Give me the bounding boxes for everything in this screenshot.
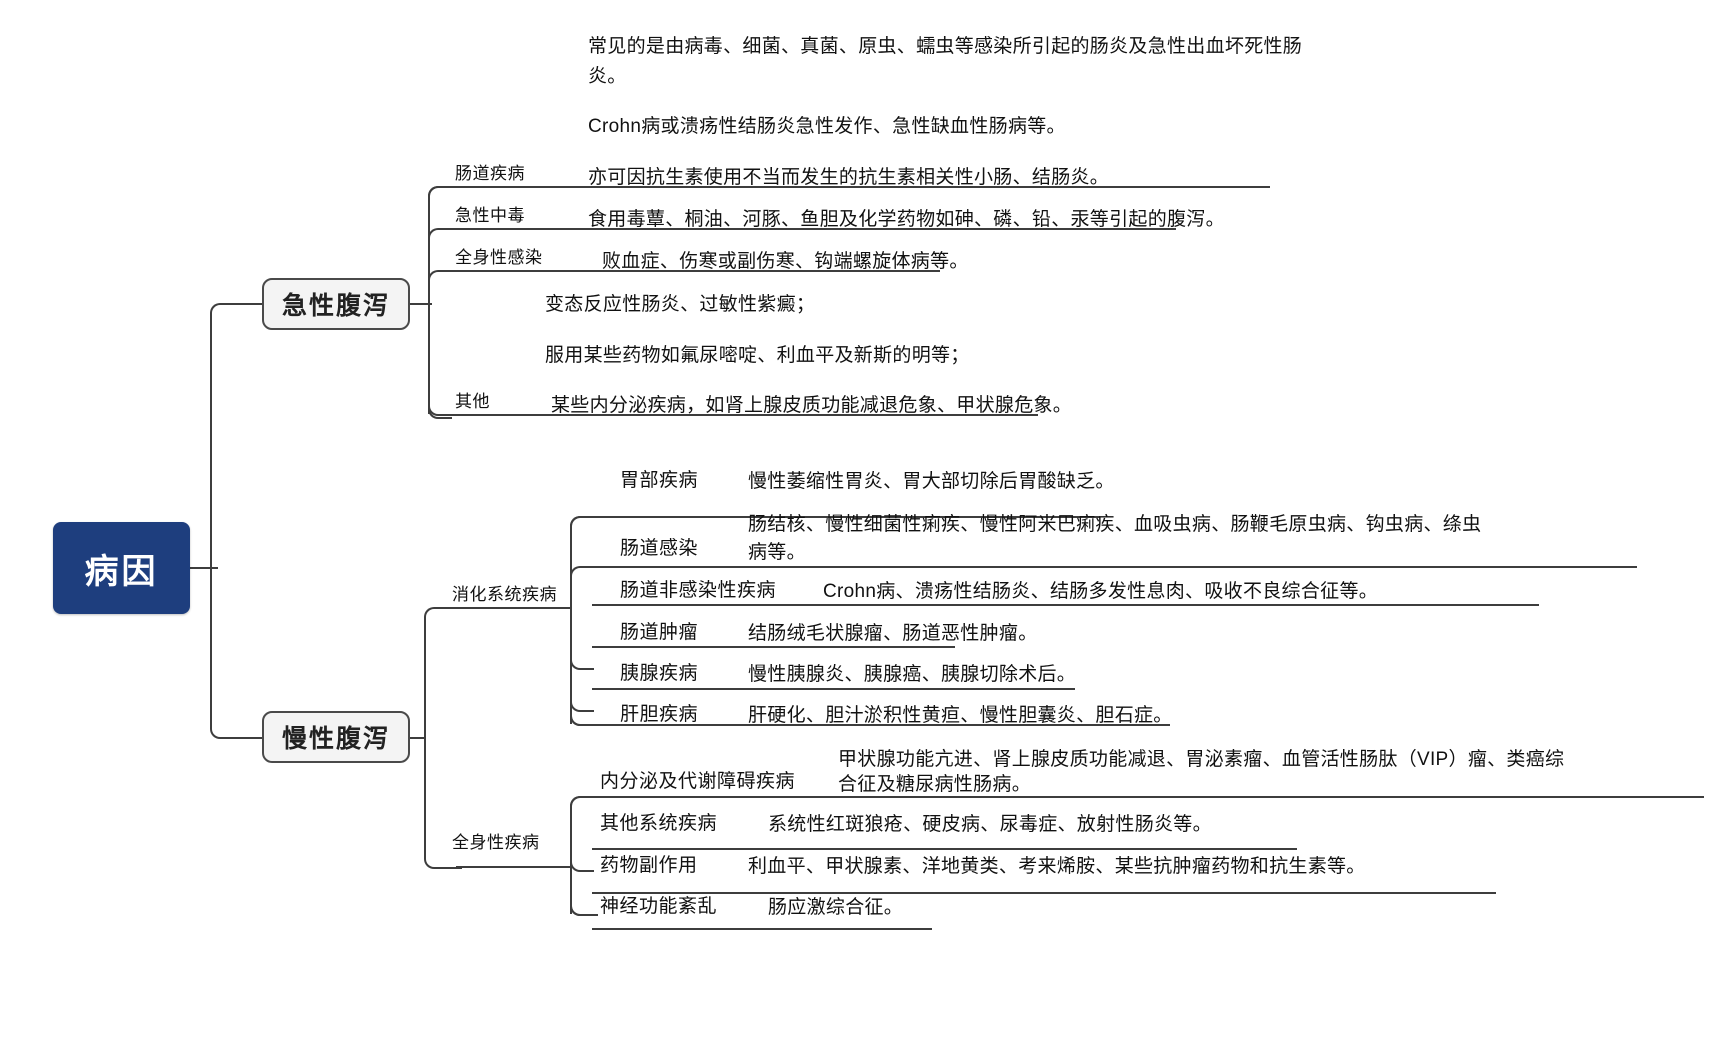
root-node-bingyin[interactable]: 病因: [53, 522, 190, 614]
desc-intestinal-infection-line-1: 肠结核、慢性细菌性痢疾、慢性阿米巴痢疾、血吸虫病、肠鞭毛原虫病、钩虫病、绦虫: [748, 514, 1482, 535]
desc-intestinal-disease-line-2: 炎。: [588, 66, 627, 87]
item-label-other-systemic[interactable]: 其他系统疾病: [600, 813, 718, 834]
underline-other-acute: [450, 414, 1038, 416]
item-label-pancreatic-disease[interactable]: 胰腺疾病: [620, 663, 699, 684]
underline-intestinal-disease: [450, 186, 1270, 188]
desc-systemic-infection-line-1: 败血症、伤寒或副伤寒、钩端螺旋体病等。: [602, 251, 969, 272]
desc-drug-side-effects-line-1: 利血平、甲状腺素、洋地黄类、考来烯胺、某些抗肿瘤药物和抗生素等。: [748, 856, 1366, 877]
item-label-intestinal-tumor[interactable]: 肠道肿瘤: [620, 622, 699, 643]
connector-systemic-leaf-1: [570, 796, 594, 820]
desc-acute-poisoning-line-1: 食用毒蕈、桐油、河豚、鱼胆及化学药物如砷、磷、铅、汞等引起的腹泻。: [588, 209, 1225, 230]
desc-pancreatic-disease-line-1: 慢性胰腺炎、胰腺癌、胰腺切除术后。: [748, 664, 1077, 685]
underline-hepatobiliary-disease: [592, 724, 1170, 726]
desc-other-acute-line-1: 变态反应性肠炎、过敏性紫癜；: [545, 294, 816, 315]
connector-digestive-leaf-2: [570, 566, 594, 590]
connector-acute-spine: [428, 196, 430, 414]
connector-spine-down: [210, 565, 268, 739]
desc-stomach-disease-line-1: 慢性萎缩性胃炎、胃大部切除后胃酸缺乏。: [748, 471, 1115, 492]
desc-intestinal-disease-line-3: Crohn病或溃疡性结肠炎急性发作、急性缺血性肠病等。: [588, 116, 1066, 137]
connector-acute-leaf-2: [428, 228, 452, 252]
group-label-systemic-infection[interactable]: 全身性感染: [455, 248, 543, 267]
underline-systemic-infection: [450, 270, 940, 272]
connector-systemic-stem: [456, 866, 572, 868]
connector-acute-stem: [410, 303, 432, 305]
item-label-stomach-disease[interactable]: 胃部疾病: [620, 470, 699, 491]
connector-digestive-leaf-3: [570, 646, 594, 670]
desc-hepatobiliary-disease-line-1: 肝硬化、胆汁淤积性黄疸、慢性胆囊炎、胆石症。: [748, 705, 1173, 726]
desc-intestinal-disease-line-4: 亦可因抗生素使用不当而发生的抗生素相关性小肠、结肠炎。: [588, 167, 1110, 188]
branch-node-acute-diarrhea[interactable]: 急性腹泻: [262, 278, 410, 330]
desc-other-acute-line-3: 某些内分泌疾病，如肾上腺皮质功能减退危象、甲状腺危象。: [551, 395, 1073, 416]
connector-acute-leaf-3: [428, 270, 452, 294]
connector-systemic-leaf-2: [570, 848, 594, 872]
connector-acute-leaf-4: [428, 395, 452, 419]
desc-intestinal-tumor-line-1: 结肠绒毛状腺瘤、肠道恶性肿瘤。: [748, 623, 1038, 644]
connector-chronic-stem: [410, 737, 426, 739]
group-label-other-acute[interactable]: 其他: [455, 392, 490, 411]
group-label-digestive-system[interactable]: 消化系统疾病: [452, 585, 557, 604]
underline-acute-poisoning: [450, 228, 1176, 230]
connector-chronic-down: [424, 735, 462, 869]
item-label-hepatobiliary-disease[interactable]: 肝胆疾病: [620, 704, 699, 725]
branch-node-chronic-diarrhea[interactable]: 慢性腹泻: [262, 711, 410, 763]
underline-endocrine-metabolic: [592, 796, 1704, 798]
connector-digestive-leaf-4: [570, 688, 594, 712]
desc-neural-dysfunction-line-1: 肠应激综合征。: [768, 897, 904, 918]
desc-endocrine-metabolic-line-1: 甲状腺功能亢进、肾上腺皮质功能减退、胃泌素瘤、血管活性肠肽（VIP）瘤、类癌综: [838, 749, 1565, 770]
underline-intestinal-infection: [592, 566, 1637, 568]
underline-drug-side-effects: [592, 892, 1496, 894]
desc-intestinal-noninfectious-line-1: Crohn病、溃疡性结肠炎、结肠多发性息肉、吸收不良综合征等。: [823, 581, 1379, 602]
desc-other-acute-line-2: 服用某些药物如氟尿嘧啶、利血平及新斯的明等；: [545, 345, 970, 366]
connector-digestive-leaf-5: [570, 702, 594, 726]
underline-intestinal-tumor: [592, 646, 955, 648]
desc-endocrine-metabolic-line-2: 合征及糖尿病性肠病。: [838, 774, 1032, 795]
desc-intestinal-disease-line-1: 常见的是由病毒、细菌、真菌、原虫、蠕虫等感染所引起的肠炎及急性出血坏死性肠: [588, 36, 1303, 57]
group-label-intestinal-disease[interactable]: 肠道疾病: [455, 164, 525, 183]
desc-intestinal-infection-line-2: 病等。: [748, 542, 806, 563]
underline-neural-dysfunction: [592, 928, 932, 930]
connector-spine-up: [210, 303, 268, 571]
underline-intestinal-noninfectious: [592, 604, 1539, 606]
item-label-intestinal-infection[interactable]: 肠道感染: [620, 538, 699, 559]
item-label-drug-side-effects[interactable]: 药物副作用: [600, 855, 698, 876]
underline-stomach-disease: [592, 516, 1100, 518]
connector-acute-leaf-1: [428, 186, 452, 210]
connector-digestive-spine: [570, 526, 572, 724]
underline-other-systemic: [592, 848, 1297, 850]
root-node-label: 病因: [84, 552, 159, 591]
item-label-intestinal-noninfectious[interactable]: 肠道非感染性疾病: [620, 580, 777, 601]
group-label-systemic-disease[interactable]: 全身性疾病: [452, 833, 540, 852]
group-label-acute-poisoning[interactable]: 急性中毒: [455, 206, 525, 225]
branch-node-acute-label: 急性腹泻: [281, 292, 390, 320]
item-label-endocrine-metabolic[interactable]: 内分泌及代谢障碍疾病: [600, 771, 796, 792]
connector-digestive-stem: [456, 607, 572, 609]
underline-pancreatic-disease: [592, 688, 1075, 690]
desc-other-systemic-line-1: 系统性红斑狼疮、硬皮病、尿毒症、放射性肠炎等。: [768, 814, 1212, 835]
connector-chronic-up: [424, 607, 462, 741]
connector-digestive-leaf-1: [570, 516, 594, 540]
branch-node-chronic-label: 慢性腹泻: [281, 725, 390, 753]
item-label-neural-dysfunction[interactable]: 神经功能紊乱: [600, 896, 718, 917]
connector-systemic-leaf-3: [570, 892, 594, 916]
connector-root-stem: [190, 567, 218, 569]
